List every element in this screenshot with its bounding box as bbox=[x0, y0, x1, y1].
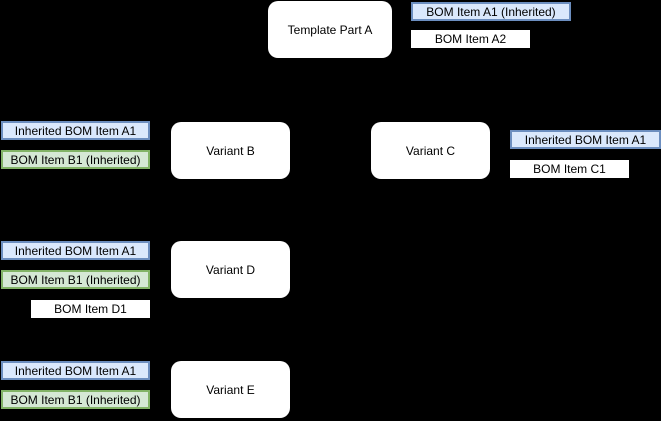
bom-chip-variant-e-inherited-a1: Inherited BOM Item A1 bbox=[1, 361, 150, 380]
bom-chip-template-a-inherited-a1: BOM Item A1 (Inherited) bbox=[411, 2, 571, 21]
node-variant-c: Variant C bbox=[371, 122, 490, 179]
node-template-part-a: Template Part A bbox=[268, 1, 392, 58]
bom-chip-variant-b-b1-inherited: BOM Item B1 (Inherited) bbox=[1, 150, 150, 169]
bom-chip-variant-e-b1-inherited: BOM Item B1 (Inherited) bbox=[1, 390, 150, 409]
bom-chip-variant-d-b1-inherited: BOM Item B1 (Inherited) bbox=[1, 270, 150, 289]
bom-chip-template-a-a2: BOM Item A2 bbox=[411, 30, 530, 48]
bom-chip-variant-d-d1: BOM Item D1 bbox=[31, 300, 150, 318]
bom-chip-variant-c-c1: BOM Item C1 bbox=[510, 160, 629, 178]
bom-chip-variant-c-inherited-a1: Inherited BOM Item A1 bbox=[510, 130, 661, 149]
node-variant-b: Variant B bbox=[171, 122, 290, 179]
node-variant-d: Variant D bbox=[171, 241, 290, 298]
bom-chip-variant-d-inherited-a1: Inherited BOM Item A1 bbox=[1, 241, 150, 260]
node-variant-e: Variant E bbox=[171, 361, 290, 418]
bom-chip-variant-b-inherited-a1: Inherited BOM Item A1 bbox=[1, 121, 150, 140]
